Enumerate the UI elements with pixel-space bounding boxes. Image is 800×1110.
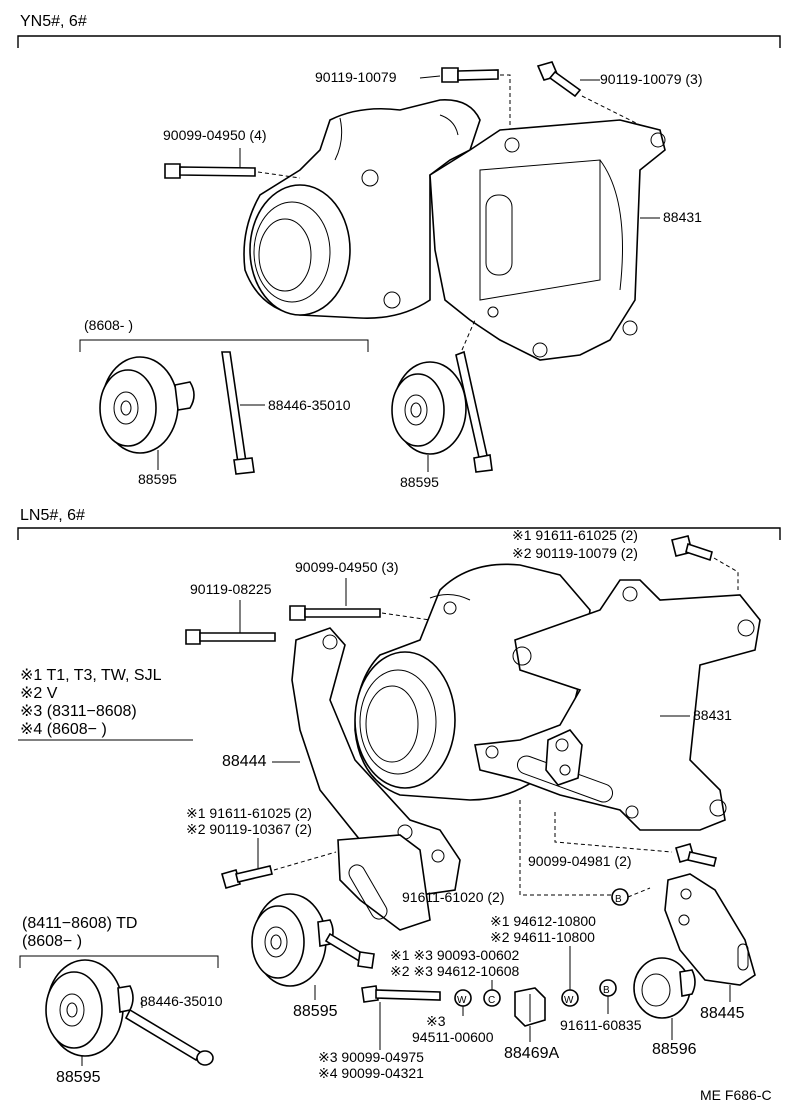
legend-item-2: ※2 V [20, 685, 58, 702]
section-bracket-bottom [17, 527, 781, 540]
legend-item-3: ※3 (8311−8608) [20, 703, 137, 720]
washer-w-glyph: W [457, 995, 467, 1006]
leader [554, 812, 673, 853]
adjusting-plate [337, 834, 431, 931]
leader-top-2 [581, 95, 641, 126]
label-bottom-stud: 88446-35010 [140, 993, 223, 1009]
label-bolt-i: 91611-60835 [560, 1017, 642, 1033]
bolt-bottom-d [289, 605, 381, 621]
range-bracket-top [79, 339, 369, 352]
idler-pulley-left-top [99, 356, 195, 454]
bolt-top-3 [164, 163, 256, 179]
label-bolt-h2: ※2 94611-10800 [490, 929, 595, 945]
bolt-bottom-top-right [671, 535, 713, 562]
label-top-bolt-b: 90119-10079 (3) [600, 71, 702, 87]
leader [381, 612, 431, 621]
bolt-b2-glyph: B [603, 985, 610, 996]
bolt-top-2 [536, 61, 582, 98]
section-bracket-top [17, 35, 781, 48]
bolt-bottom-brace [221, 865, 273, 889]
pulley-88596 [633, 957, 696, 1019]
label-note1-a: ※1 91611-61025 (2) [512, 527, 638, 543]
nut-c-glyph: C [488, 995, 495, 1006]
label-top-idler-right: 88595 [400, 474, 439, 490]
label-range-1: (8411−8608) TD [22, 915, 137, 932]
legend-item-4: ※4 (8608− ) [20, 721, 107, 738]
leader-top-1 [500, 74, 511, 128]
label-top-bolt-c: 90099-04950 (4) [163, 127, 267, 143]
adjuster-88469a [514, 987, 546, 1027]
stud-top-left [221, 351, 255, 475]
legend-item-1: ※1 T1, T3, TW, SJL [20, 667, 162, 684]
label-bottom-bracket: 88431 [693, 707, 732, 723]
reference-code: ME F686-C [700, 1087, 772, 1103]
idler-pulley-right-top [391, 361, 467, 455]
label-note2-b: ※2 90119-10367 (2) [186, 821, 312, 837]
leader [273, 851, 337, 871]
label-pulley: 88596 [652, 1041, 697, 1058]
bracket-88431-bottom [474, 579, 761, 831]
idler-pulley-mid-bottom [251, 893, 334, 987]
label-nut-a: ※1 ※3 90093-00602 [390, 947, 520, 963]
label-bolt-g: 91611-61020 (2) [402, 889, 504, 905]
range-bracket-bottom [19, 955, 219, 968]
label-range-2: (8608− ) [22, 933, 82, 950]
leader [419, 75, 441, 79]
label-bolt-e: 90119-08225 [190, 581, 272, 597]
label-top-bolt-a: 90119-10079 [315, 69, 397, 85]
plate-88445 [664, 873, 756, 986]
section-title-bottom: LN5#, 6# [20, 507, 85, 524]
bolt-mid-bottom [324, 932, 375, 969]
section-title-top: YN5#, 6# [20, 13, 87, 30]
label-washer-b: 94511-00600 [412, 1029, 494, 1045]
label-idler-left-bottom: 88595 [56, 1069, 101, 1086]
leader [627, 887, 651, 898]
label-plate: 88445 [700, 1005, 745, 1022]
label-bolt-h1: ※1 94612-10800 [490, 913, 596, 929]
label-brace: 88444 [222, 753, 267, 770]
idler-pulley-left-bottom [45, 959, 134, 1057]
bolt-bottom-long [361, 985, 441, 1003]
stud-bottom-left [124, 1008, 214, 1066]
label-idler-mid: 88595 [293, 1003, 338, 1020]
label-top-bracket: 88431 [663, 209, 702, 225]
label-bolt-f: 90099-04981 (2) [528, 853, 632, 869]
bolt-bottom-f [675, 843, 717, 867]
bolt-top-1 [441, 67, 499, 83]
label-bolt-k: ※4 90099-04321 [318, 1065, 424, 1081]
leader-top-3 [257, 171, 301, 179]
label-adjuster: 88469A [504, 1045, 559, 1062]
bolt-top-right-idler [455, 350, 493, 473]
label-bolt-d: 90099-04950 (3) [295, 559, 399, 575]
label-top-range: (8608- ) [84, 317, 133, 333]
label-note1-b: ※2 90119-10079 (2) [512, 545, 638, 561]
label-bolt-j: ※3 90099-04975 [318, 1049, 424, 1065]
bolt-b-glyph: B [615, 894, 622, 905]
bracket-88431-top [429, 119, 666, 361]
label-note2-a: ※1 91611-61025 (2) [186, 805, 312, 821]
bolt-bottom-e [185, 629, 276, 645]
leader [461, 319, 476, 351]
leader [519, 800, 620, 896]
leader [713, 557, 739, 590]
label-top-stud: 88446-35010 [268, 397, 351, 413]
compressor-top [243, 99, 481, 319]
label-nut-b: ※2 ※3 94612-10608 [390, 963, 520, 979]
legend: ※1 T1, T3, TW, SJL ※2 V ※3 (8311−8608) ※… [18, 667, 193, 741]
washer-w2-symbol [561, 989, 579, 1007]
label-washer-a: ※3 [426, 1013, 446, 1029]
nut-c-symbol [483, 989, 501, 1007]
label-top-idler-left: 88595 [138, 471, 177, 487]
washer-w2-glyph: W [564, 995, 574, 1006]
